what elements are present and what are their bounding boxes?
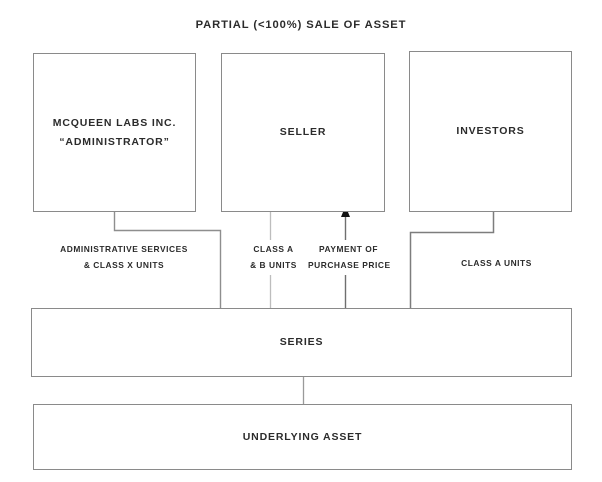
node-administrator-line2: “ADMINISTRATOR” bbox=[59, 135, 170, 148]
edge-label-payment-of-purchase-price: PAYMENT OF PURCHASE PRICE bbox=[305, 240, 392, 276]
edge-label-class-a-units-line1: CLASS A UNITS bbox=[461, 258, 532, 268]
node-series[interactable]: SERIES bbox=[31, 308, 572, 377]
node-underlying-asset-label: UNDERLYING ASSET bbox=[242, 430, 363, 443]
node-administrator[interactable]: MCQUEEN LABS INC. “ADMINISTRATOR” bbox=[33, 53, 196, 212]
node-investors[interactable]: INVESTORS bbox=[409, 51, 572, 212]
node-series-label: SERIES bbox=[279, 336, 324, 349]
edge-label-administrative-services: ADMINISTRATIVE SERVICES & CLASS X UNITS bbox=[38, 240, 210, 276]
edge-label-administrative-services-line1: ADMINISTRATIVE SERVICES bbox=[60, 244, 188, 254]
node-seller-label: SELLER bbox=[279, 126, 327, 139]
edge-label-payment-of-purchase-price-line1: PAYMENT OF bbox=[318, 244, 378, 254]
edge-label-class-a-and-b-units-line1: CLASS A bbox=[253, 244, 294, 254]
edge-label-class-a-and-b-units-line2: & B UNITS bbox=[250, 259, 297, 270]
edge-label-class-a-and-b-units: CLASS A & B UNITS bbox=[236, 240, 311, 276]
node-administrator-line1: MCQUEEN LABS INC. bbox=[52, 117, 177, 130]
node-seller[interactable]: SELLER bbox=[221, 53, 385, 212]
node-investors-label: INVESTORS bbox=[456, 125, 525, 138]
node-underlying-asset[interactable]: UNDERLYING ASSET bbox=[33, 404, 572, 470]
edge-label-payment-of-purchase-price-line2: PURCHASE PRICE bbox=[308, 259, 391, 270]
edge-label-administrative-services-line2: & CLASS X UNITS bbox=[83, 259, 165, 270]
edge-label-class-a-units: CLASS A UNITS bbox=[441, 254, 552, 274]
page-title: PARTIAL (<100%) SALE OF ASSET bbox=[195, 19, 407, 31]
